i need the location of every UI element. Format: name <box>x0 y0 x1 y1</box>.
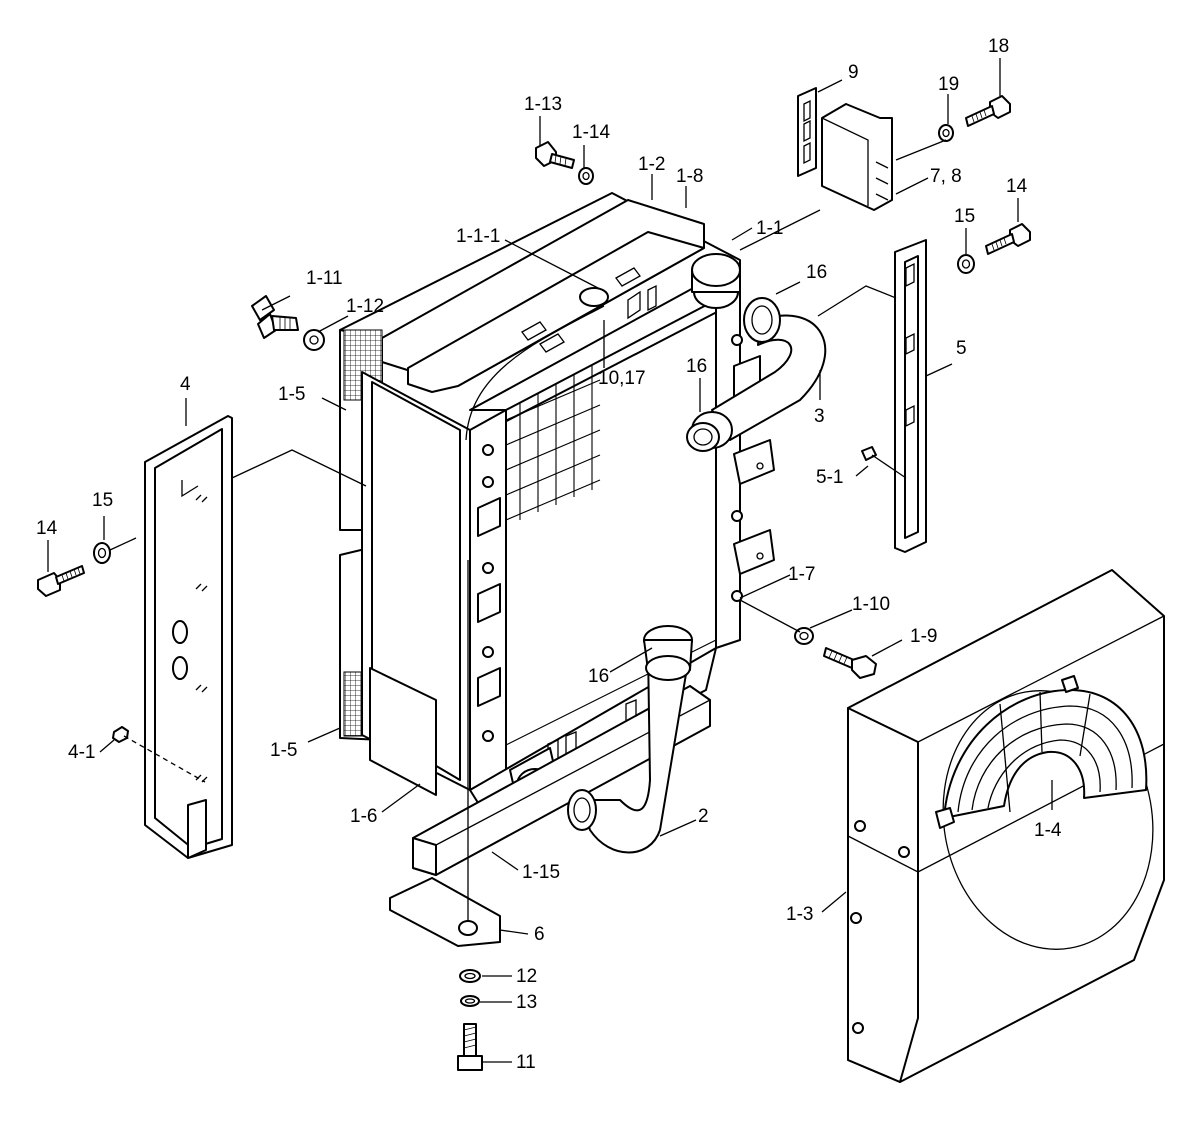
side-panel-left <box>144 415 233 859</box>
callout-16-upper: 16 <box>806 262 827 283</box>
washer-1-12 <box>303 329 325 351</box>
washer-12 <box>459 969 481 983</box>
callout-18: 18 <box>988 36 1009 57</box>
fan-shroud <box>847 569 1165 1083</box>
bolt-11 <box>457 1023 483 1071</box>
bracket-7-8 <box>821 103 893 211</box>
callout-15-left: 15 <box>92 490 113 511</box>
callout-16-lower: 16 <box>588 666 609 687</box>
callout-1-8: 1-8 <box>676 166 703 187</box>
hose-2-lower <box>567 625 693 854</box>
callout-5-1: 5-1 <box>816 467 843 488</box>
side-panel-right <box>894 239 927 553</box>
hose-3-upper <box>686 297 827 452</box>
washer-15-right <box>957 254 975 274</box>
callout-1-5-bottom: 1-5 <box>270 740 297 761</box>
bolt-1-13 <box>535 141 575 169</box>
bolt-1-9 <box>823 647 877 679</box>
callout-1-15: 1-15 <box>522 862 560 883</box>
callout-14-right: 14 <box>1006 176 1028 197</box>
bolt-14-left <box>37 565 85 597</box>
callout-19: 19 <box>938 74 959 95</box>
base-plate-6 <box>389 560 501 947</box>
washer-13 <box>460 995 480 1007</box>
callout-4: 4 <box>180 374 191 395</box>
bolt-14-right <box>985 223 1031 255</box>
callout-10-17: 10,17 <box>598 368 646 389</box>
wing-bolt-1-11 <box>251 295 299 339</box>
callout-12: 12 <box>516 966 537 987</box>
radiator-core <box>339 192 775 815</box>
callout-labels: 18 9 19 1-13 1-14 1-2 1-8 7, 8 14 15 1-1… <box>36 36 1062 1073</box>
callout-14-left: 14 <box>36 518 58 539</box>
callout-1-14: 1-14 <box>572 122 610 143</box>
callout-9: 9 <box>848 62 859 83</box>
callout-1-4: 1-4 <box>1034 820 1062 841</box>
callout-1-2: 1-2 <box>638 154 665 175</box>
callout-3: 3 <box>814 406 825 427</box>
callout-1-6: 1-6 <box>350 806 377 827</box>
washer-15-left <box>93 542 111 564</box>
foam-strip-1-15 <box>412 685 711 876</box>
fan-guard <box>935 675 1148 829</box>
callout-5: 5 <box>956 338 967 359</box>
washer-1-14 <box>578 167 594 185</box>
bolt-4-1 <box>112 726 206 783</box>
callout-4-1: 4-1 <box>68 742 95 763</box>
bolt-18 <box>965 95 1011 127</box>
callout-6: 6 <box>534 924 545 945</box>
callout-2: 2 <box>698 806 709 827</box>
callout-1-3: 1-3 <box>786 904 813 925</box>
callout-1-13: 1-13 <box>524 94 562 115</box>
callout-16-middle: 16 <box>686 356 707 377</box>
washer-19 <box>938 124 954 142</box>
callout-13: 13 <box>516 992 537 1013</box>
callout-1-5-top: 1-5 <box>278 384 305 405</box>
callout-1-12: 1-12 <box>346 296 384 317</box>
callout-1-7: 1-7 <box>788 564 815 585</box>
callout-1-9: 1-9 <box>910 626 937 647</box>
callout-15-right: 15 <box>954 206 975 227</box>
callout-7-8: 7, 8 <box>930 166 962 187</box>
callout-1-1-1: 1-1-1 <box>456 226 500 247</box>
bracket-9 <box>797 87 817 177</box>
callout-1-1: 1-1 <box>756 218 783 239</box>
callout-1-11: 1-11 <box>306 268 343 289</box>
leader-lines <box>47 58 1053 1063</box>
bolt-5-1 <box>861 446 907 479</box>
callout-1-10: 1-10 <box>852 594 890 615</box>
callout-11: 11 <box>516 1052 536 1073</box>
